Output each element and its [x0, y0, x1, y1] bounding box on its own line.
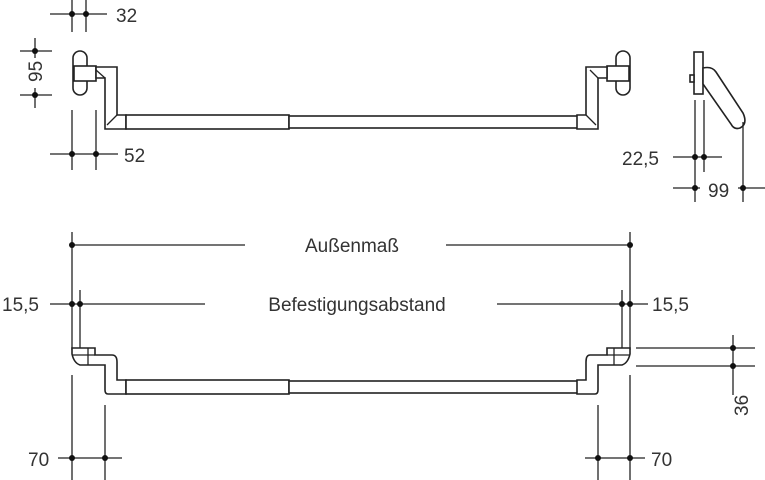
outer-dimension-label: Außenmaß	[305, 236, 399, 257]
dim-label: 99	[708, 181, 729, 202]
towel-rail-front	[71, 347, 631, 395]
towel-rail-top	[72, 50, 631, 130]
dimension-95: 95	[20, 38, 52, 108]
dimension-32: 32	[50, 0, 137, 32]
top-view: 32 95 52	[20, 0, 631, 170]
dim-label: 52	[124, 146, 145, 167]
dim-label: 15,5	[652, 295, 689, 316]
dim-label: 15,5	[2, 295, 39, 316]
dim-label: 70	[651, 450, 672, 471]
dim-label: 36	[732, 395, 753, 416]
dim-label: 95	[26, 61, 47, 82]
mounting-distance-label: Befestigungsabstand	[268, 295, 445, 316]
dim-label: 70	[28, 450, 49, 471]
front-view: Außenmaß Befestigungsabstand 15,5 15,5 3…	[2, 232, 755, 480]
dim-label: 22,5	[622, 149, 659, 170]
side-view: 22,5 99	[622, 51, 765, 202]
dim-label: 32	[116, 6, 137, 27]
dimension-52: 52	[50, 110, 145, 170]
